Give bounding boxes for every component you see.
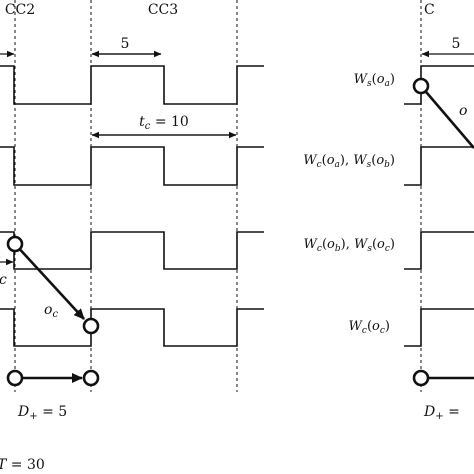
width-label: 5 <box>121 36 130 52</box>
right-offset-start-node <box>412 369 430 387</box>
transition-label: oc <box>44 302 58 320</box>
width-label-right: 5 <box>452 36 461 52</box>
right-panel: C 5 Ws(oa) Wc(oa), Ws(ob) Wc(ob), Ws(oc)… <box>303 0 474 422</box>
waveform-row-4 <box>0 308 264 347</box>
phase-label-cc3: CC3 <box>148 2 178 18</box>
right-waveform-row-2 <box>404 146 474 186</box>
row-label-3: Wc(ob), Ws(oc) <box>304 237 395 254</box>
offset-label: D+ = 5 <box>17 404 67 422</box>
right-transition-start-node <box>412 77 430 95</box>
waveform-row-2 <box>0 146 264 186</box>
phase-label-c: C <box>424 2 435 18</box>
transition-start-node <box>6 235 24 253</box>
total-period-label: T = 30 <box>0 457 45 473</box>
right-transition-label: o <box>459 103 467 119</box>
row-label-2: Wc(oa), Ws(ob) <box>303 153 395 170</box>
row-label-1: Ws(oa) <box>354 72 395 89</box>
right-waveform-row-3 <box>404 231 474 270</box>
transition-end-node <box>82 317 100 335</box>
waveform-row-3 <box>0 231 264 270</box>
row-label-4: Wc(oc) <box>349 319 390 336</box>
offset-end-node <box>82 369 100 387</box>
phase-label-cc2: CC2 <box>5 2 35 18</box>
right-transition-arrow <box>420 85 474 149</box>
waveform-row-1 <box>0 65 264 105</box>
period-label: tc = 10 <box>139 114 189 132</box>
offset-start-node <box>6 369 24 387</box>
right-offset-label: D+ = <box>423 404 460 422</box>
left-panel: CC2 CC3 5 tc = 10 c oc <box>0 0 264 422</box>
edge-label: c <box>0 272 7 288</box>
transition-arrow <box>14 243 85 320</box>
right-waveform-row-4 <box>404 308 474 347</box>
